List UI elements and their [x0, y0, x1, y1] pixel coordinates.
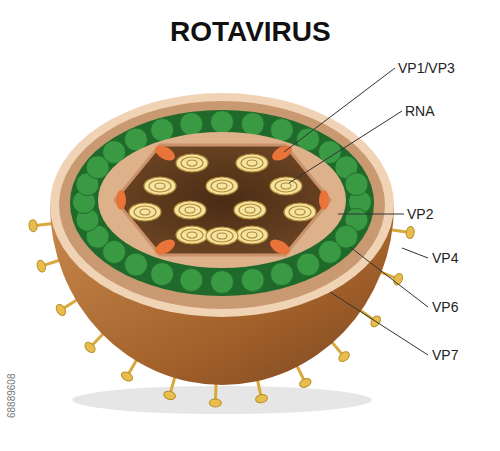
- rna-segments: [129, 154, 316, 245]
- vp4-spike: [83, 333, 104, 354]
- rna-coil: [206, 177, 238, 195]
- vp6-bead: [318, 240, 341, 263]
- part-label: VP6: [432, 299, 458, 315]
- vp6-bead: [270, 263, 293, 286]
- vp4-spike: [255, 379, 268, 404]
- vp6-bead: [345, 173, 368, 196]
- vp6-bead: [211, 111, 234, 134]
- vp6-bead: [270, 118, 293, 141]
- vp6-beads: [73, 111, 372, 294]
- rna-coil: [174, 201, 206, 219]
- vp6-bead: [241, 113, 264, 136]
- rna-coil: [236, 226, 268, 244]
- vp7-rim: [50, 93, 394, 317]
- vp4-spike: [120, 359, 137, 383]
- rna-coil: [284, 203, 316, 221]
- vp6-bead: [151, 118, 174, 141]
- vp4-spike: [331, 341, 351, 363]
- part-label: VP7: [432, 347, 458, 363]
- vp6-bead: [241, 268, 264, 291]
- vp2-layer: [98, 132, 346, 268]
- vp4-spike: [209, 383, 221, 407]
- rna-coil: [129, 203, 161, 221]
- vp1-vp3-enzymes: [116, 142, 329, 257]
- vp6-ring: [70, 110, 374, 296]
- vp6-bead: [297, 253, 320, 276]
- title: ROTAVIRUS: [170, 16, 331, 48]
- vp4-spike: [36, 259, 61, 273]
- rna-coil: [234, 201, 266, 219]
- rna-coil: [176, 154, 208, 172]
- vp4-spike: [390, 226, 415, 239]
- part-label: RNA: [405, 103, 435, 119]
- part-label: VP2: [407, 206, 433, 222]
- vp6-bead: [151, 263, 174, 286]
- vp4-spike: [28, 219, 52, 232]
- part-label: VP1/VP3: [398, 60, 455, 76]
- part-label: VP4: [432, 250, 458, 266]
- rna-coil: [236, 154, 268, 172]
- rna-coil: [176, 226, 208, 244]
- vp6-bead: [211, 271, 234, 294]
- vp4-spike: [360, 310, 383, 329]
- outer-layer: [59, 101, 385, 309]
- vp6-bead: [124, 253, 147, 276]
- rna-coil: [270, 177, 302, 195]
- rna-coil: [144, 177, 176, 195]
- watermark: 68889608: [6, 374, 17, 419]
- core-hexagon: [115, 145, 330, 255]
- vp4-spike: [54, 299, 78, 317]
- vp6-bead: [180, 268, 203, 291]
- shadow: [72, 386, 372, 414]
- vp4-spike: [297, 365, 313, 389]
- vp4-spike: [163, 376, 177, 401]
- vp6-bead: [180, 113, 203, 136]
- rna-coil: [206, 227, 238, 245]
